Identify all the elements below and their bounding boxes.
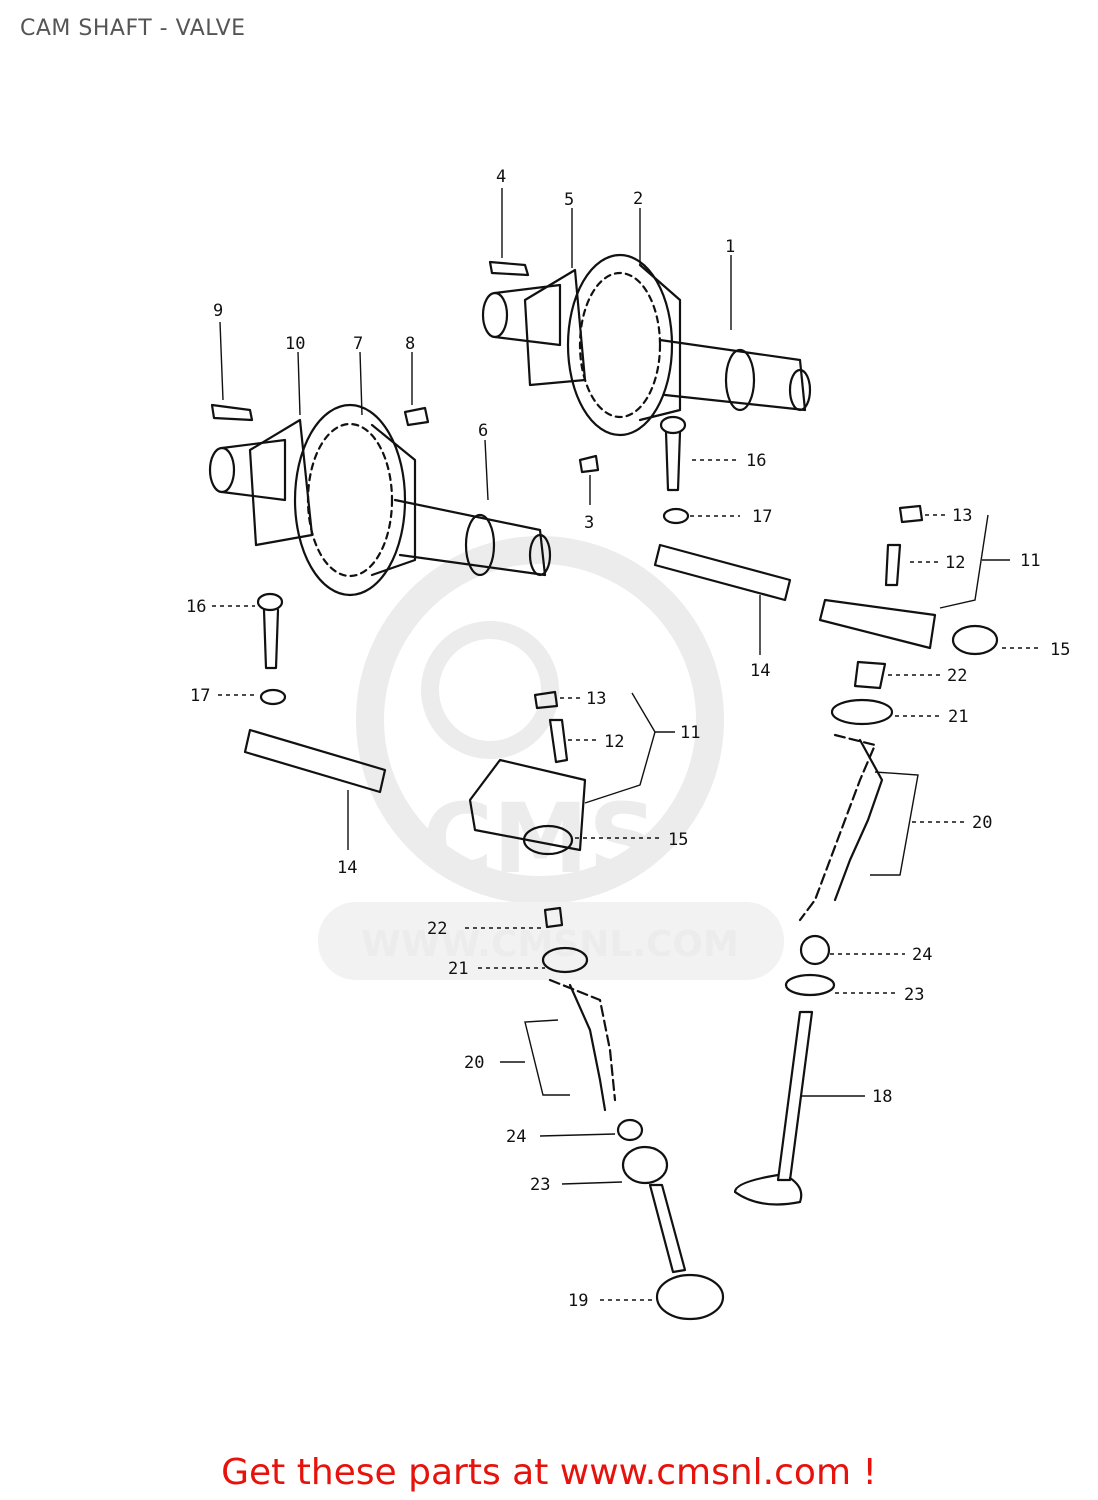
callout-13-left: 13 [586, 689, 606, 709]
callout-6: 6 [478, 421, 488, 441]
callout-16-left: 16 [186, 597, 206, 617]
callout-14-right: 14 [750, 661, 770, 681]
callout-20-left: 20 [464, 1053, 484, 1073]
callout-24-left: 24 [506, 1127, 526, 1147]
callout-22-right: 22 [947, 666, 967, 686]
callout-2: 2 [633, 189, 643, 209]
callout-14-left: 14 [337, 858, 357, 878]
valve-assembly-left [541, 906, 725, 1321]
callout-11-right: 11 [1020, 551, 1040, 571]
rocker-shaft-left [243, 728, 387, 794]
leader-lines [212, 188, 1040, 1301]
callout-24-right: 24 [912, 945, 932, 965]
callout-15-left: 15 [668, 830, 688, 850]
callout-11-left: 11 [680, 723, 700, 743]
cms-watermark: CMS WWW.CMSNL.COM [318, 536, 784, 980]
callout-16-right: 16 [746, 451, 766, 471]
callout-12-right: 12 [945, 553, 965, 573]
callout-17-left: 17 [190, 686, 210, 706]
rocker-shaft-bolt-left [256, 592, 287, 706]
callout-21-left: 21 [448, 959, 468, 979]
watermark-logo-text: CMS [422, 783, 657, 895]
callout-4: 4 [496, 167, 506, 187]
footer-promo-text: Get these parts at www.cmsnl.com ! [221, 1452, 877, 1493]
callout-15-right: 15 [1050, 640, 1070, 660]
callout-5: 5 [564, 190, 574, 210]
callout-19: 19 [568, 1291, 588, 1311]
watermark-url-text: WWW.CMSNL.COM [361, 924, 739, 965]
callout-12-left: 12 [604, 732, 624, 752]
camshaft-lower [208, 403, 552, 597]
callout-18: 18 [872, 1087, 892, 1107]
rocker-shaft-right [653, 543, 792, 602]
rocker-arm-left [468, 690, 587, 856]
dowel-pin [578, 454, 600, 474]
callout-13-right: 13 [952, 506, 972, 526]
rocker-arm-right [818, 504, 999, 656]
callout-9: 9 [213, 301, 223, 321]
callout-8: 8 [405, 334, 415, 354]
callout-3: 3 [584, 513, 594, 533]
valve-assembly-right [733, 660, 894, 1206]
callout-23-right: 23 [904, 985, 924, 1005]
callout-21-right: 21 [948, 707, 968, 727]
callout-10: 10 [285, 334, 305, 354]
callout-labels: 4 5 2 1 9 10 7 8 6 3 16 17 14 13 12 11 1… [186, 167, 1070, 1311]
rocker-shaft-bolt-right [659, 415, 690, 525]
callout-1: 1 [725, 237, 735, 257]
callout-20-right: 20 [972, 813, 992, 833]
page-title: CAM SHAFT - VALVE [20, 16, 246, 41]
callout-22-left: 22 [427, 919, 447, 939]
camshaft-upper [481, 253, 812, 437]
callout-17-right: 17 [752, 507, 772, 527]
callout-7: 7 [353, 334, 363, 354]
callout-23-left: 23 [530, 1175, 550, 1195]
